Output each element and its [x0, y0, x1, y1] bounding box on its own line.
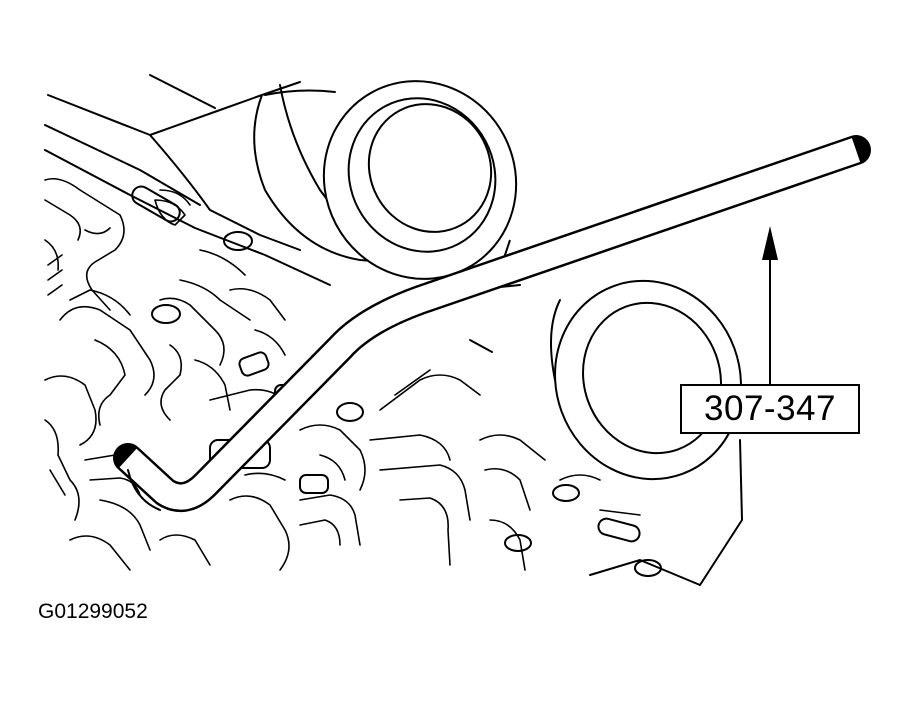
valve-body-channels: [44, 177, 641, 571]
tool-number-label: 307-347: [680, 384, 860, 434]
valve-body-plate: [44, 74, 743, 586]
lower-bore: [469, 279, 742, 481]
figure-id: G01299052: [38, 600, 148, 623]
callout-arrow: [762, 226, 778, 384]
special-tool-rod: [113, 135, 871, 513]
upper-bore: [253, 80, 518, 280]
